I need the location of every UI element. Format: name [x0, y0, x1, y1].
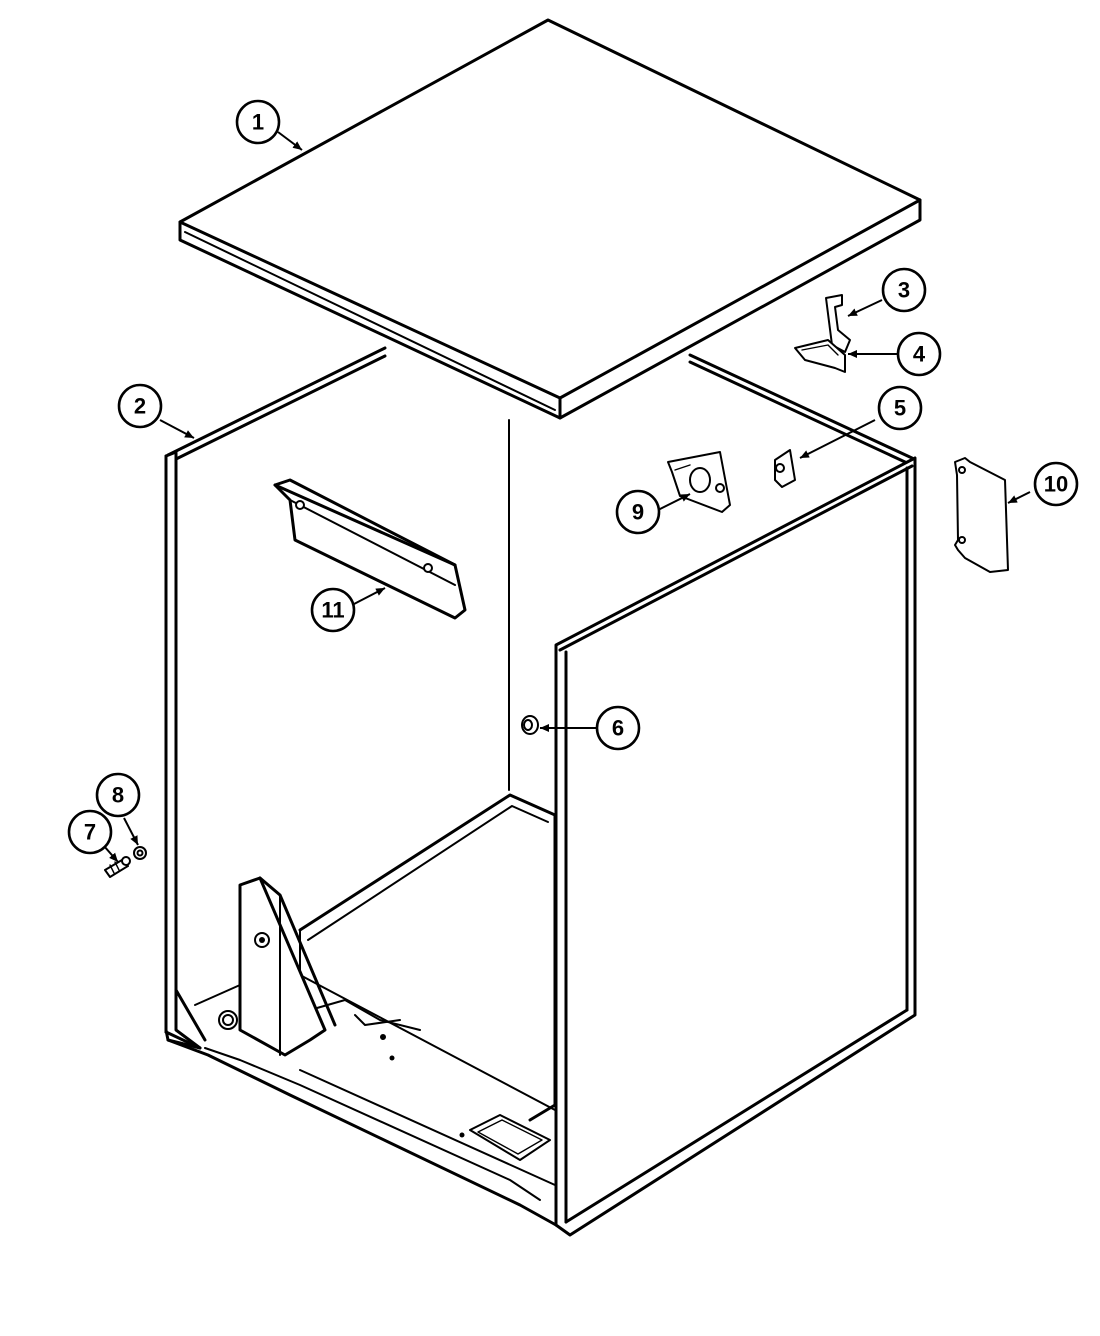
callout-6: 6: [595, 705, 641, 751]
leader-1: [277, 131, 303, 151]
leader-3: [847, 299, 883, 317]
callout-9: 9: [615, 489, 661, 535]
callout-circle: [235, 99, 281, 145]
callout-10: 10: [1033, 461, 1079, 507]
leader-lines: [103, 131, 1031, 863]
leader-8: [123, 817, 139, 846]
callout-number: 7: [84, 820, 96, 845]
callout-number: 5: [894, 396, 906, 421]
callout-number: 10: [1044, 472, 1068, 497]
callout-circle: [881, 267, 927, 313]
callout-1: 1: [235, 99, 281, 145]
callout-number: 2: [134, 394, 146, 419]
callout-circle: [1033, 461, 1079, 507]
callout-8: 8: [95, 772, 141, 818]
part-7-screw: [104, 856, 131, 878]
leader-7: [103, 845, 119, 863]
callout-number: 11: [321, 598, 344, 623]
callout-circle: [896, 331, 942, 377]
callout-circle: [615, 489, 661, 535]
callout-circle: [117, 383, 163, 429]
callout-circle: [67, 809, 113, 855]
cabinet-top-panel: [178, 18, 922, 420]
part-6-bumper: [521, 715, 539, 735]
callout-7: 7: [67, 809, 113, 855]
leader-5: [799, 419, 876, 459]
callout-number: 1: [252, 110, 264, 135]
part-11-bracket: [273, 478, 467, 620]
callout-number: 3: [898, 278, 910, 303]
callout-2: 2: [117, 383, 163, 429]
leader-9: [657, 493, 691, 511]
callout-4: 4: [896, 331, 942, 377]
part-4-strike: [794, 339, 846, 373]
leader-10: [1007, 491, 1031, 504]
callout-11: 11: [310, 587, 356, 633]
callout-number: 8: [112, 783, 124, 808]
callout-number: 9: [632, 500, 644, 525]
leader-2: [159, 419, 195, 439]
callout-circle: [310, 587, 356, 633]
part-10-panel: [954, 457, 1009, 573]
callout-number: 6: [612, 716, 624, 741]
callout-3: 3: [881, 267, 927, 313]
callout-circle: [877, 385, 923, 431]
leader-11: [353, 587, 386, 605]
callout-circle: [95, 772, 141, 818]
cabinet: [164, 346, 917, 1237]
part-5-clip: [774, 449, 796, 488]
callout-circle: [595, 705, 641, 751]
callout-5: 5: [877, 385, 923, 431]
part-8-nut: [133, 846, 147, 860]
part-9-mounting-plate: [667, 451, 731, 513]
callout-number: 4: [913, 342, 926, 367]
